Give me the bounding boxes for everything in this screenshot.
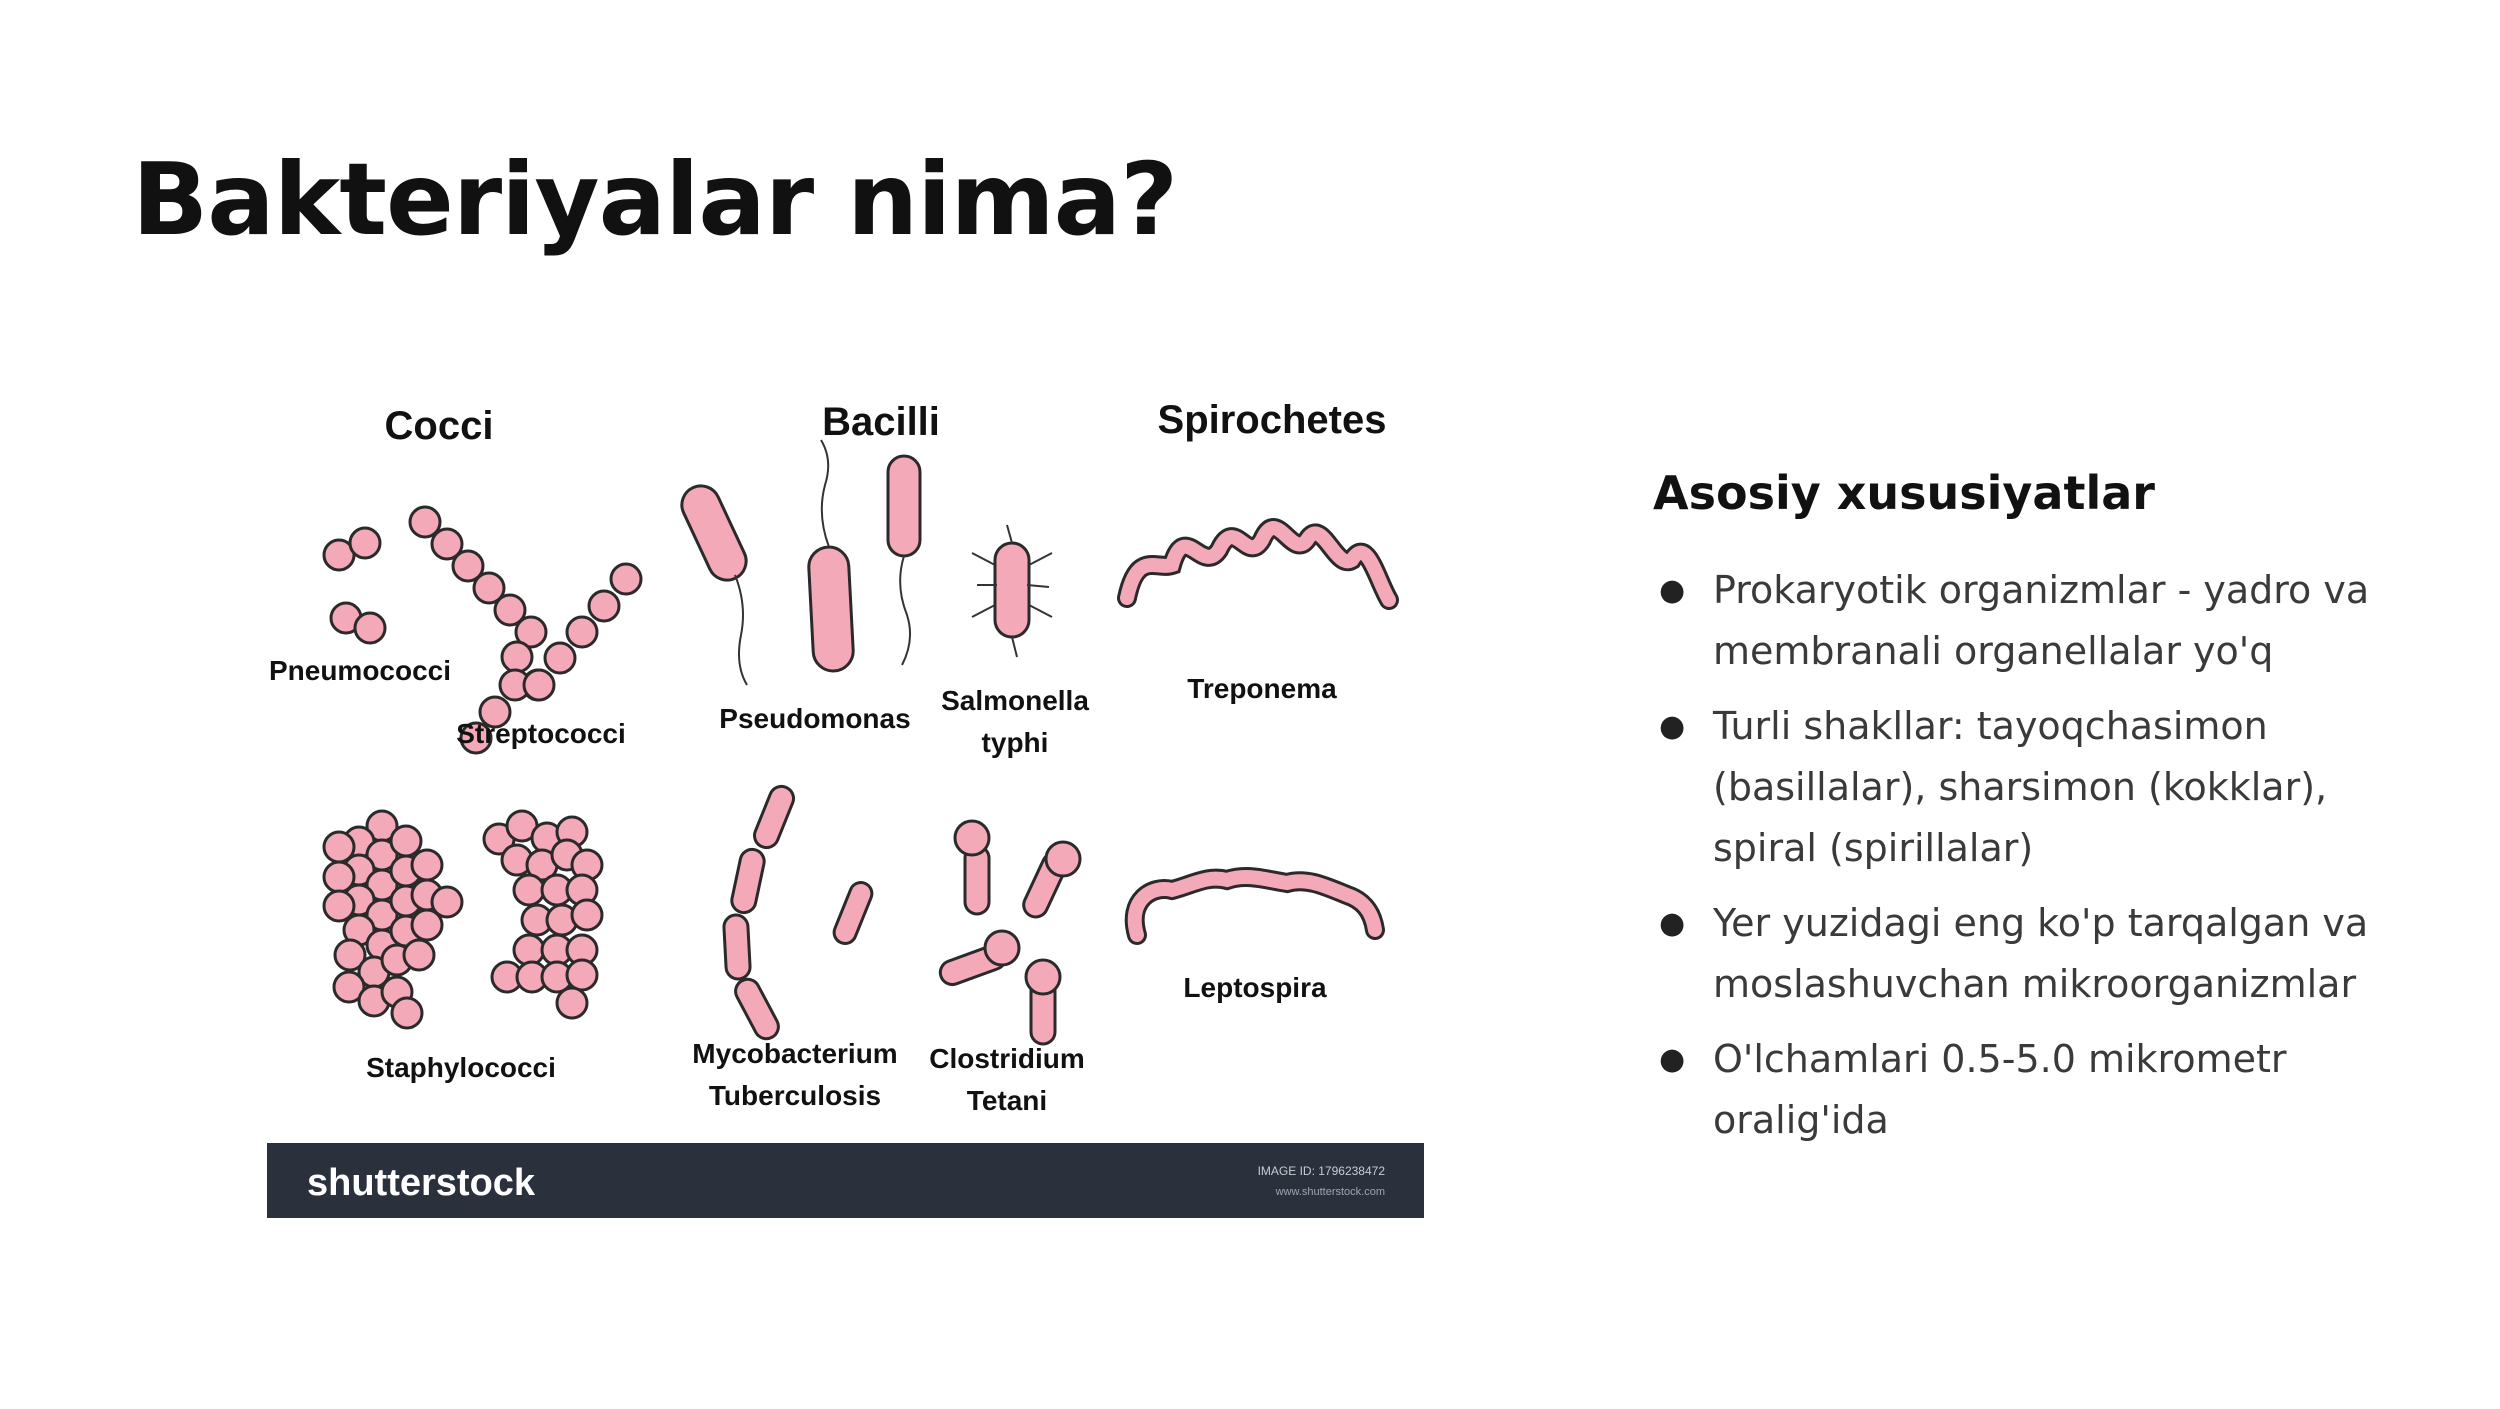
feature-text: Yer yuzidagi eng ko'p tarqalgan va mosla…: [1713, 901, 2369, 1006]
streptococcus-cell: [500, 640, 534, 674]
staphylococcus-cell: [410, 908, 444, 942]
feature-text: Prokaryotik organizmlar - yadro va membr…: [1713, 568, 2370, 673]
label-tetani: Tetani: [967, 1085, 1047, 1116]
header-cocci: Cocci: [385, 404, 494, 448]
feature-item: ● Turli shakllar: tayoqchasimon (basillal…: [1653, 696, 2413, 879]
streptococcus-cell: [430, 527, 464, 561]
staphylococcus-cell: [322, 889, 356, 923]
header-spirochetes: Spirochetes: [1158, 398, 1387, 442]
feature-item: ● Prokaryotik organizmlar - yadro va memb…: [1653, 560, 2413, 682]
leptospira-spiral: [1127, 870, 1382, 942]
pseudomonas-rod: [807, 545, 855, 673]
label-treponema: Treponema: [1187, 673, 1337, 704]
label-salmonella-typhi: typhi: [982, 727, 1049, 758]
staphylococcus-cell: [512, 873, 546, 907]
streptococcus-cell: [408, 505, 442, 539]
label-staphylococci: Staphylococci: [366, 1052, 556, 1083]
label-tuberculosis: Tuberculosis: [709, 1080, 881, 1111]
bullet-dot-icon: ●: [1659, 709, 1686, 744]
streptococcus-cell: [459, 721, 493, 755]
mycobacterium-rod: [722, 913, 752, 981]
clostridium-rod: [963, 844, 991, 916]
label-pneumococci: Pneumococci: [269, 655, 451, 686]
staphylococcus-cell: [389, 824, 423, 858]
staphylococcus-cell: [390, 996, 424, 1030]
pneumococcus-cell: [353, 611, 387, 645]
streptococcus-cell: [609, 562, 643, 596]
feature-item: ● Yer yuzidagi eng ko'p tarqalgan va mosl…: [1653, 893, 2413, 1015]
mycobacterium-rod: [730, 847, 766, 915]
streptococcus-cell: [587, 589, 621, 623]
streptococcus-cell: [478, 695, 512, 729]
label-leptospira: Leptospira: [1183, 972, 1327, 1003]
mycobacterium-rod: [734, 977, 780, 1041]
bullet-dot-icon: ●: [1659, 573, 1686, 608]
streptococcus-cell: [565, 615, 599, 649]
feature-item: ● O'lchamlari 0.5-5.0 mikrometr oralig'id…: [1653, 1029, 2413, 1151]
feature-text: Turli shakllar: tayoqchasimon (basillala…: [1713, 704, 2328, 870]
staphylococcus-cell: [430, 885, 464, 919]
staphylococcus-cell: [555, 986, 589, 1020]
key-features-panel: Asosiy xususiyatlar ● Prokaryotik organiz…: [1653, 466, 2413, 1165]
pseudomonas-rod: [886, 454, 922, 558]
streptococcus-cell: [514, 615, 548, 649]
bacteria-illustration: Cocci Bacilli Spirochetes: [267, 365, 1424, 1218]
stock-footer-bar: [267, 1143, 1424, 1218]
clostridium-spore: [983, 929, 1021, 967]
staphylococcus-cell: [512, 933, 546, 967]
streptococcus-cell: [522, 668, 556, 702]
treponema-spiral: [1120, 521, 1396, 607]
clostridium-spore: [953, 819, 991, 857]
flagella: [734, 439, 1053, 686]
bacteria-shapes-figure: Cocci Bacilli Spirochetes: [267, 365, 1424, 1218]
bullet-dot-icon: ●: [1659, 906, 1686, 941]
spirochete-cells: [1117, 518, 1399, 945]
stock-brand-logo: shutterstock: [307, 1162, 536, 1204]
label-mycobacterium: Mycobacterium: [692, 1038, 897, 1069]
stock-site: www.shutterstock.com: [1275, 1186, 1385, 1198]
streptococcus-cell: [493, 593, 527, 627]
header-bacilli: Bacilli: [822, 400, 940, 444]
staphylococcus-cell: [570, 898, 604, 932]
mycobacterium-rod: [753, 784, 795, 850]
label-streptococci: Streptococci: [456, 718, 626, 749]
bullet-dot-icon: ●: [1659, 1042, 1686, 1077]
bacilli-cells: [680, 454, 1082, 1046]
staphylococcus-cell: [332, 970, 366, 1004]
label-salmonella: Salmonella: [941, 685, 1089, 716]
label-clostridium: Clostridium: [929, 1043, 1085, 1074]
mycobacterium-rod: [832, 881, 874, 945]
staphylococcus-cell: [333, 938, 367, 972]
panel-heading: Asosiy xususiyatlar: [1653, 466, 2155, 520]
feature-text: O'lchamlari 0.5-5.0 mikrometr oralig'ida: [1713, 1037, 2287, 1142]
cocci-cells: [322, 505, 643, 1030]
streptococcus-cell: [472, 571, 506, 605]
pneumococcus-cell: [348, 526, 382, 560]
slide-title: Bakteriyalar nima?: [132, 141, 1178, 258]
image-id: IMAGE ID: 1796238472: [1258, 1164, 1386, 1178]
staphylococcus-cell: [565, 958, 599, 992]
clostridium-spore: [1044, 840, 1082, 878]
salmonella-rod: [993, 541, 1031, 639]
staphylococcus-cell: [322, 830, 356, 864]
pseudomonas-rod: [680, 484, 748, 582]
streptococcus-cell: [451, 549, 485, 583]
streptococcus-cell: [543, 641, 577, 675]
feature-list: ● Prokaryotik organizmlar - yadro va memb…: [1653, 560, 2413, 1151]
clostridium-spore: [1024, 958, 1062, 996]
label-pseudomonas: Pseudomonas: [719, 703, 910, 734]
staphylococcus-cell: [402, 938, 436, 972]
staphylococcus-cell: [410, 848, 444, 882]
